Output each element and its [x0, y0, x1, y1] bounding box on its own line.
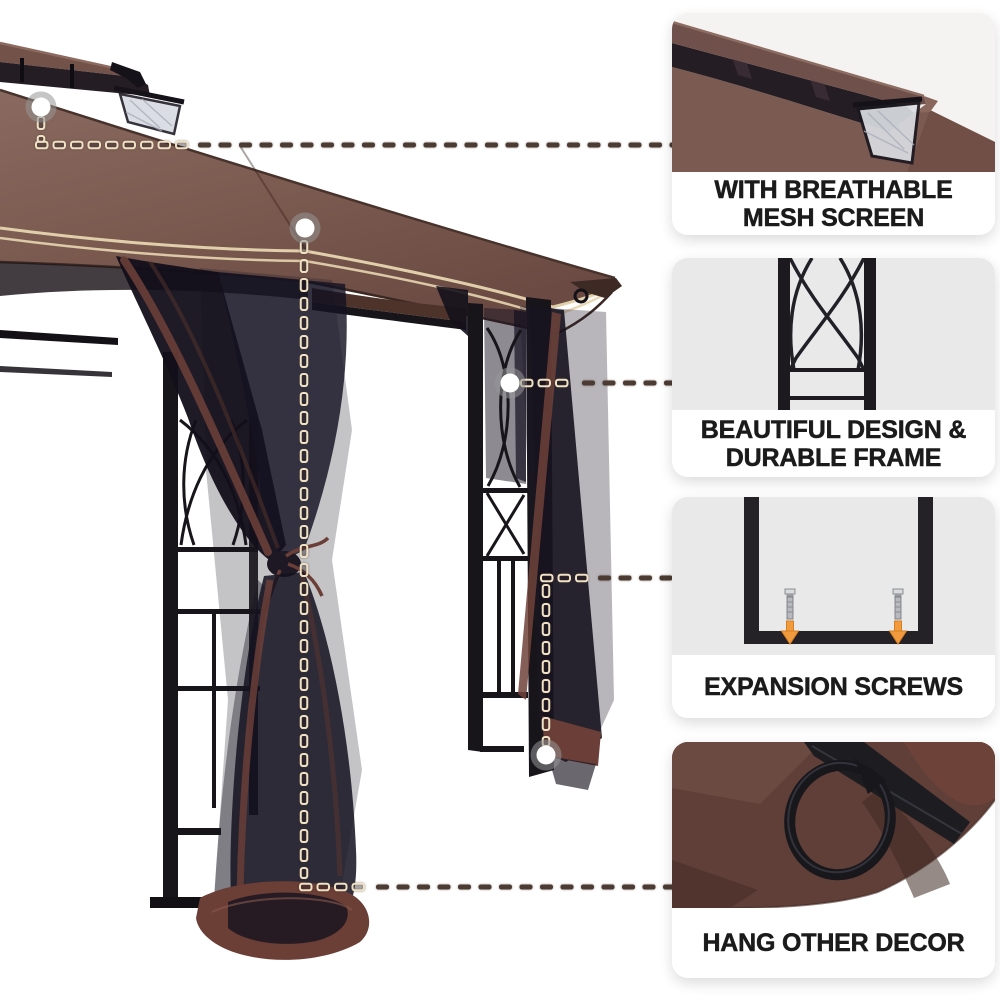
feature-card-mesh-screen: WITH BREATHABLE MESH SCREEN	[672, 13, 995, 235]
hang-ring-icon	[573, 288, 589, 304]
callout-dots	[25, 91, 562, 771]
mesh-vent	[113, 85, 185, 136]
feature-label-hang-decor: HANG OTHER DECOR	[672, 908, 995, 978]
callout-dot-expansion-screws	[530, 739, 562, 771]
hanging-ring-icon	[784, 759, 896, 881]
callout-dot-frame-design	[494, 367, 526, 399]
feature-label-text: WITH BREATHABLE MESH SCREEN	[714, 175, 953, 232]
feature-label-text: HANG OTHER DECOR	[702, 929, 965, 958]
feature-photo-frame-design	[672, 258, 995, 410]
feature-label-text: BEAUTIFUL DESIGN & DURABLE FRAME	[700, 415, 967, 472]
callout-dot-mesh-screen	[25, 91, 57, 123]
mesh-vent	[852, 96, 923, 165]
feature-photo-hang-decor	[672, 742, 995, 908]
canopy-roof	[0, 41, 622, 377]
expansion-screw-icon	[892, 588, 904, 620]
feature-card-frame-design: BEAUTIFUL DESIGN & DURABLE FRAME	[672, 258, 995, 477]
feature-label-mesh-screen: WITH BREATHABLE MESH SCREEN	[672, 172, 995, 235]
down-arrow-icon	[780, 620, 800, 645]
frame-post	[864, 258, 876, 410]
feature-photo-mesh-screen	[672, 13, 995, 172]
down-arrow-icon	[888, 620, 908, 645]
frame-post	[778, 258, 790, 410]
feature-label-frame-design: BEAUTIFUL DESIGN & DURABLE FRAME	[672, 410, 995, 477]
feature-label-expansion-screws: EXPANSION SCREWS	[672, 655, 995, 718]
callout-dot-hang-decor	[289, 212, 321, 244]
callout-lines	[35, 116, 676, 892]
frame-post-left	[150, 352, 260, 908]
mesh-curtain-center	[116, 256, 370, 960]
feature-card-expansion-screws: EXPANSION SCREWS	[672, 497, 995, 718]
frame-arc-pattern	[788, 258, 866, 371]
feature-card-hang-decor: HANG OTHER DECOR	[672, 742, 995, 978]
feature-label-text: EXPANSION SCREWS	[704, 672, 964, 701]
mesh-curtain-right	[518, 306, 614, 790]
feature-photo-expansion-screws	[672, 497, 995, 655]
expansion-screw-icon	[784, 588, 796, 620]
